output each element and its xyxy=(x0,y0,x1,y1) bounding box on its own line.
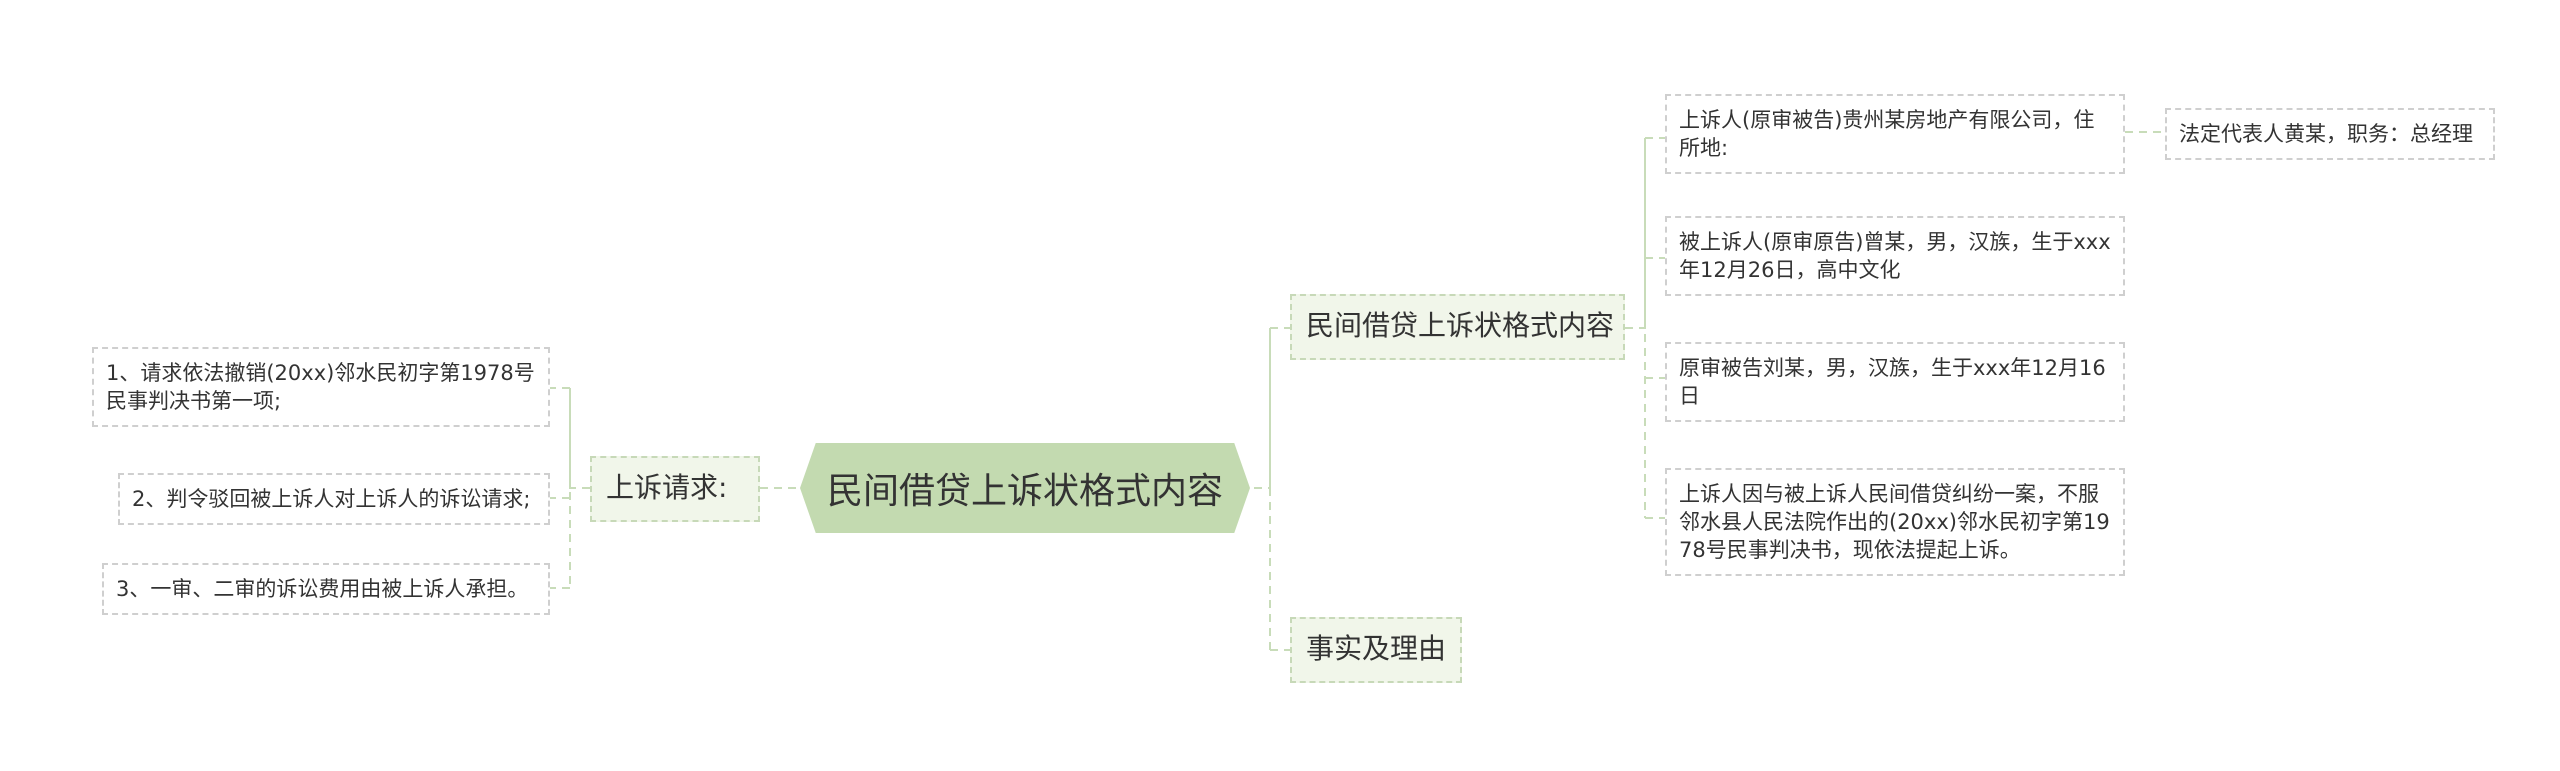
left-item-2: 2、判令驳回被上诉人对上诉人的诉讼请求; xyxy=(118,473,550,525)
right-item-appellant: 上诉人(原审被告)贵州某房地产有限公司，住所地: xyxy=(1665,94,2125,174)
connector-left-bracket xyxy=(569,388,590,588)
connector-root-right xyxy=(1240,328,1271,650)
right-branch-format-content[interactable]: 民间借贷上诉状格式内容 xyxy=(1290,294,1625,360)
root-topic[interactable]: 民间借贷上诉状格式内容 xyxy=(800,443,1250,533)
right-item-appellee: 被上诉人(原审原告)曾某，男，汉族，生于xxx年12月26日，高中文化 xyxy=(1665,216,2125,296)
right-branch-facts-reasons[interactable]: 事实及理由 xyxy=(1290,617,1462,683)
left-item-1: 1、请求依法撤销(20xx)邻水民初字第1978号民事判决书第一项; xyxy=(92,347,550,427)
sub-item-legal-representative: 法定代表人黄某，职务：总经理 xyxy=(2165,108,2495,160)
right-item-original-defendant: 原审被告刘某，男，汉族，生于xxx年12月16日 xyxy=(1665,342,2125,422)
right-item-appeal-statement: 上诉人因与被上诉人民间借贷纠纷一案，不服邻水县人民法院作出的(20xx)邻水民初… xyxy=(1665,468,2125,576)
connector-right-bracket xyxy=(1625,138,1646,518)
left-item-3: 3、一审、二审的诉讼费用由被上诉人承担。 xyxy=(102,563,550,615)
left-branch-appeal-requests[interactable]: 上诉请求: xyxy=(590,456,760,522)
